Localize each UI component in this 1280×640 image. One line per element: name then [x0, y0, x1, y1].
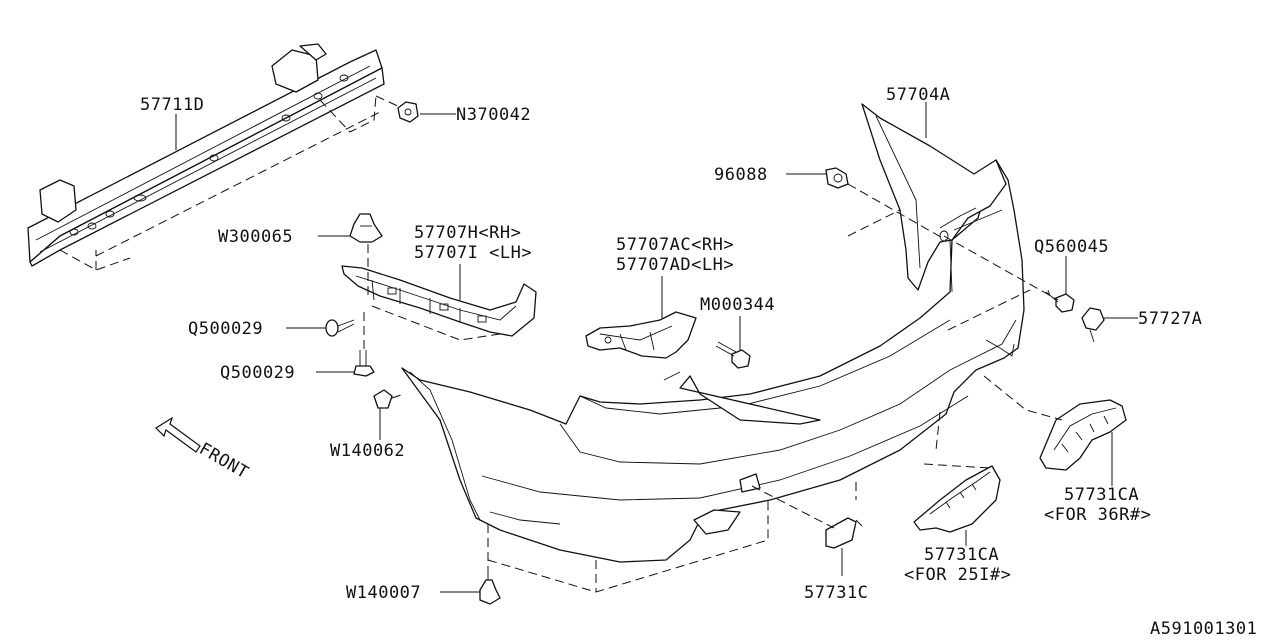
- reflector-57731c[interactable]: [825, 517, 863, 549]
- clip-w140062[interactable]: [373, 389, 393, 409]
- note-57731ca-a: <FOR 25I#>: [904, 565, 1011, 585]
- callout-57707ac[interactable]: 57707AC<RH>: [616, 235, 734, 255]
- callout-57707ad[interactable]: 57707AD<LH>: [616, 255, 734, 275]
- nut-n370042[interactable]: [397, 101, 419, 123]
- mudguard-57731ca-25i[interactable]: [913, 465, 1001, 533]
- clip-w300065[interactable]: [349, 213, 383, 243]
- callout-q560045[interactable]: Q560045: [1034, 237, 1109, 257]
- screw-q500029-a[interactable]: [325, 319, 355, 337]
- mudguard-57731ca-36r[interactable]: [1039, 399, 1127, 471]
- callout-q500029-b[interactable]: Q500029: [220, 363, 295, 383]
- bolt-m000344[interactable]: [715, 341, 751, 369]
- callout-57731ca-a[interactable]: 57731CA: [924, 545, 999, 565]
- document-id: A591001301: [1150, 619, 1257, 639]
- callout-96088[interactable]: 96088: [714, 165, 768, 185]
- center-bracket-57707ac[interactable]: [585, 311, 697, 359]
- callout-57711d[interactable]: 57711D: [140, 95, 204, 115]
- screw-q500029-b[interactable]: [353, 350, 375, 377]
- callout-57731c[interactable]: 57731C: [804, 583, 868, 603]
- callout-w140062[interactable]: W140062: [330, 441, 405, 461]
- callout-57707i[interactable]: 57707I <LH>: [414, 243, 532, 263]
- side-bracket-57707h[interactable]: [341, 265, 537, 337]
- clip-96088[interactable]: [825, 167, 849, 189]
- front-direction-arrow: FRONT: [155, 416, 252, 483]
- callout-57727a[interactable]: 57727A: [1138, 309, 1202, 329]
- callout-m000344[interactable]: M000344: [700, 295, 775, 315]
- callout-57707h[interactable]: 57707H<RH>: [414, 223, 521, 243]
- callout-n370042[interactable]: N370042: [456, 105, 531, 125]
- callout-w140007[interactable]: W140007: [346, 583, 421, 603]
- front-label: FRONT: [196, 439, 252, 483]
- callout-57704a[interactable]: 57704A: [886, 85, 950, 105]
- rear-bumper-reinforcement[interactable]: [27, 43, 385, 267]
- callout-q500029-a[interactable]: Q500029: [188, 319, 263, 339]
- bolt-q560045[interactable]: [1045, 289, 1075, 313]
- cap-57727a[interactable]: [1081, 307, 1105, 343]
- clip-w140007[interactable]: [479, 574, 501, 605]
- callout-w300065[interactable]: W300065: [218, 227, 293, 247]
- callout-57731ca-b[interactable]: 57731CA: [1064, 485, 1139, 505]
- note-57731ca-b: <FOR 36R#>: [1044, 505, 1151, 525]
